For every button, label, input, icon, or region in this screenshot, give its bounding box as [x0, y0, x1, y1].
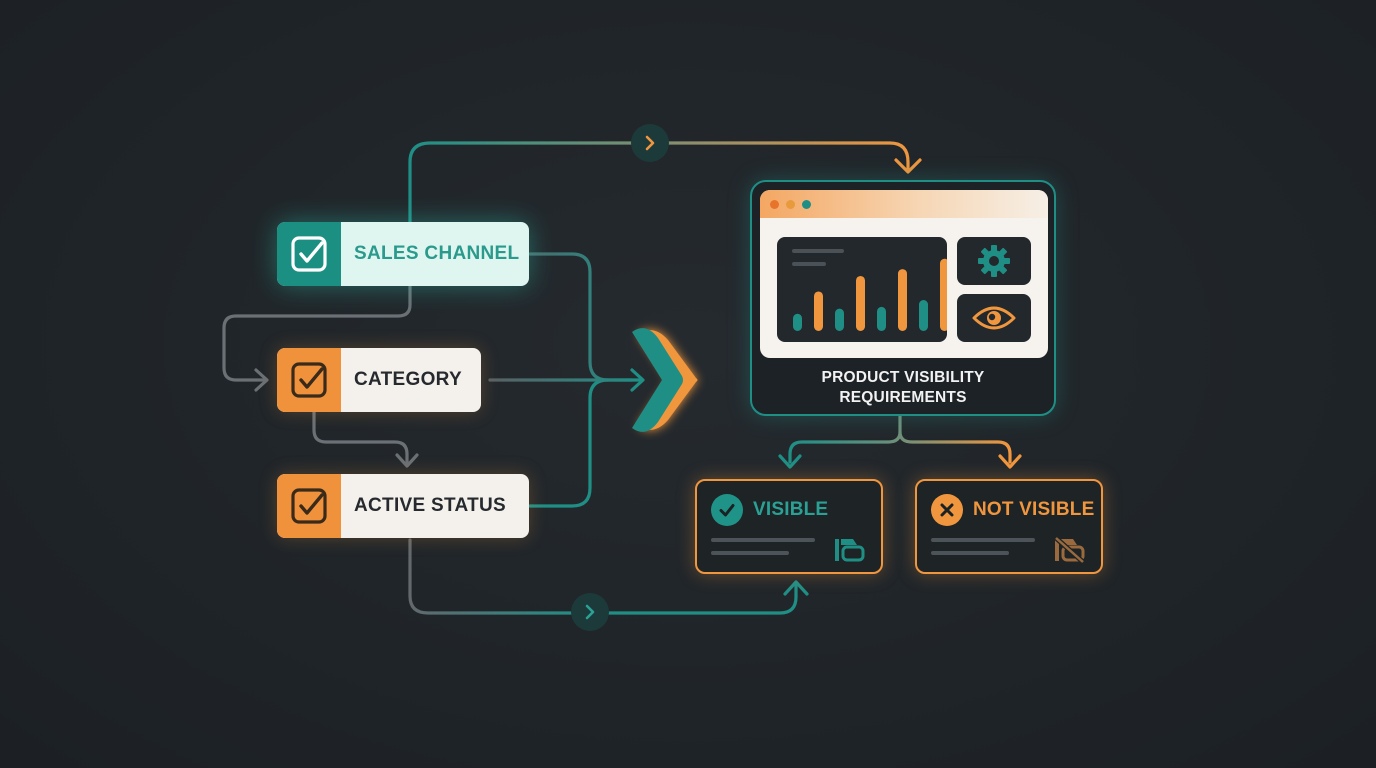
mini-chart-bar [793, 313, 802, 331]
condition-label: SALES CHANNEL [354, 243, 520, 264]
mini-chart-bar [898, 269, 907, 331]
panel-title-line: REQUIREMENTS [839, 389, 967, 406]
merge-chevron-icon [632, 328, 698, 432]
outcome-not-visible[interactable]: NOT VISIBLE [915, 479, 1103, 574]
window-dot [786, 199, 795, 209]
outcome-label: VISIBLE [753, 499, 829, 520]
product-visibility-panel: PRODUCT VISIBILITY REQUIREMENTS [750, 180, 1056, 416]
category-to-active-line [312, 410, 409, 464]
gear-icon [978, 245, 1010, 277]
sales-to-category-line [222, 284, 412, 382]
route-node-top [631, 124, 669, 162]
mini-bar-chart [777, 237, 947, 342]
condition-active-status[interactable]: ACTIVE STATUS [277, 474, 529, 538]
visibility-card [957, 294, 1031, 342]
x-icon [931, 494, 963, 526]
split-right-line [898, 430, 1012, 464]
mini-chart-bar [919, 300, 928, 331]
merge-arrowhead [630, 368, 645, 392]
placeholder-line [711, 551, 789, 555]
panel-title: PRODUCT VISIBILITY REQUIREMENTS [752, 368, 1054, 408]
condition-label: ACTIVE STATUS [354, 495, 507, 516]
placeholder-line [792, 249, 844, 253]
condition-label: CATEGORY [354, 369, 462, 390]
eye-icon [972, 306, 1016, 330]
split-right-arrowhead [998, 454, 1022, 469]
chevron-right-icon [585, 604, 595, 620]
window-dot [802, 199, 811, 209]
mini-chart-bar [856, 275, 865, 331]
outcome-label: NOT VISIBLE [973, 499, 1095, 520]
split-left-line [788, 414, 902, 464]
placeholder-line [931, 538, 1035, 542]
hidden-storefront-icon [1054, 536, 1085, 563]
storefront-icon [835, 539, 865, 562]
check-icon [711, 494, 743, 526]
sales-to-category-arrowhead [254, 368, 269, 392]
mini-chart-bar [940, 258, 947, 331]
placeholder-line [711, 538, 815, 542]
browser-title-bar [760, 190, 1048, 218]
condition-sales-channel[interactable]: SALES CHANNEL [277, 222, 529, 286]
bottom-route-arrowhead [783, 580, 809, 596]
mini-chart-bar [835, 308, 844, 331]
panel-title-line: PRODUCT VISIBILITY [821, 369, 985, 386]
chevron-right-icon [645, 135, 655, 151]
placeholder-line [792, 262, 826, 266]
split-left-arrowhead [778, 454, 802, 469]
active-to-merge-line [528, 378, 610, 508]
settings-card [957, 237, 1031, 285]
mini-chart-bar [814, 291, 823, 331]
placeholder-line [931, 551, 1009, 555]
checkbox-icon [277, 474, 341, 538]
outcome-visible[interactable]: VISIBLE [695, 479, 883, 574]
browser-window [760, 190, 1048, 358]
route-node-bottom [571, 593, 609, 631]
top-route-arrowhead [894, 158, 922, 174]
checkbox-icon [277, 222, 341, 286]
condition-category[interactable]: CATEGORY [277, 348, 481, 412]
category-to-active-arrowhead [395, 453, 419, 468]
mini-chart-bar [877, 306, 886, 331]
checkbox-icon [277, 348, 341, 412]
window-dot [770, 199, 779, 209]
